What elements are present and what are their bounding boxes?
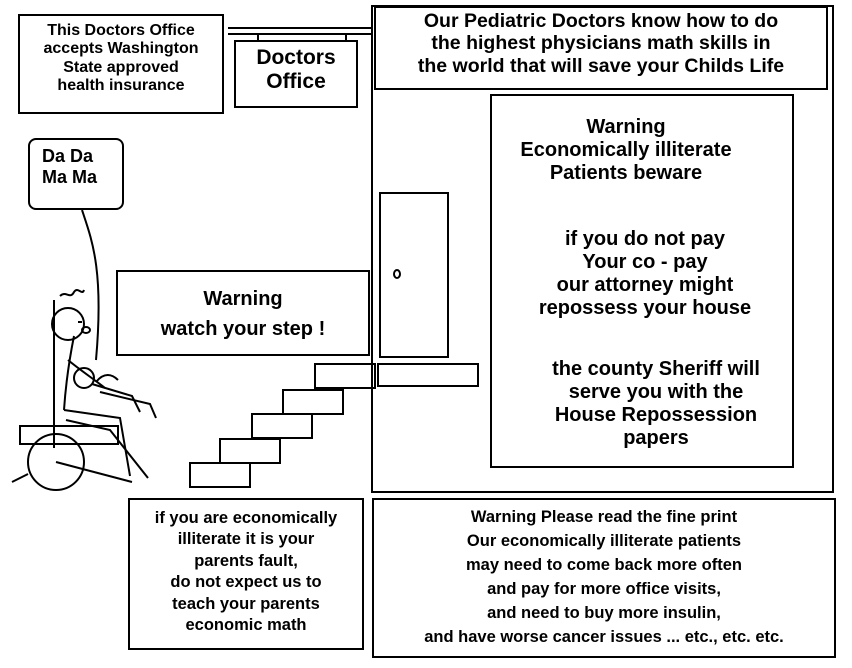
poster-sheriff-line: the county Sheriff will <box>552 358 760 380</box>
parents-note-line: teach your parents <box>172 594 320 613</box>
parents-note: if you are economically illiterate it is… <box>128 498 364 650</box>
parents-note-line: illiterate it is your <box>177 530 315 549</box>
parents-note-line: if you are economically <box>154 509 338 527</box>
fine-print-line: and pay for more office visits, <box>487 579 721 598</box>
parents-note-line: parents fault, <box>194 551 298 570</box>
speech-bubble: Da Da Ma Ma <box>28 138 124 210</box>
fine-print-line: Our economically illiterate patients <box>466 531 742 550</box>
poster-sheriff-line: papers <box>623 427 689 449</box>
parent-hair <box>59 289 85 297</box>
doctors-office-sign: Doctors Office <box>234 40 358 108</box>
poster-copay-line: if you do not pay <box>565 228 725 250</box>
stair-step <box>251 413 313 439</box>
door-knob <box>393 269 401 279</box>
insurance-line: accepts Washington <box>43 40 199 58</box>
office-sign-line: Office <box>266 70 326 94</box>
step-warning-sign: Warning watch your step ! <box>116 270 370 356</box>
baby-head <box>73 367 95 389</box>
fine-print-line: Warning Please read the fine print <box>470 508 738 526</box>
fine-print-box: Warning Please read the fine print Our e… <box>372 498 836 658</box>
speech-line: Ma Ma <box>42 166 98 187</box>
pediatric-banner: Our Pediatric Doctors know how to do the… <box>374 6 828 90</box>
speech-bubble-tail <box>81 209 100 361</box>
banner-line: Our Pediatric Doctors know how to do <box>423 10 779 32</box>
fine-print-line: and have worse cancer issues ... etc., e… <box>424 627 784 646</box>
speech-line: Da Da <box>42 146 94 166</box>
office-sign-line: Doctors <box>256 46 336 69</box>
insurance-line: This Doctors Office <box>47 22 195 39</box>
stair-step <box>282 389 344 415</box>
poster-heading-line: Warning <box>586 116 666 138</box>
fine-print-line: and need to buy more insulin, <box>487 603 721 622</box>
poster-copay-line: our attorney might <box>556 274 734 296</box>
parents-note-line: do not expect us to <box>170 573 322 592</box>
poster-heading-line: Economically illiterate <box>520 139 732 161</box>
parents-note-line: economic math <box>185 616 307 635</box>
insurance-line: health insurance <box>57 77 185 95</box>
fine-print-line: may need to come back more often <box>466 555 742 574</box>
door <box>379 192 449 358</box>
banner-line: the world that will save your Childs Lif… <box>417 54 785 77</box>
patient-warning-poster: Warning Economically illiterate Patients… <box>490 94 794 468</box>
stair-step <box>189 462 251 488</box>
stair-step <box>314 363 376 389</box>
wheelchair-wheel <box>27 433 85 491</box>
poster-sheriff-line: House Repossession <box>554 404 758 426</box>
poster-heading-line: Patients beware <box>549 162 703 184</box>
step-warning-line: watch your step ! <box>160 318 326 340</box>
insurance-line: State approved <box>63 58 179 76</box>
poster-copay-line: repossess your house <box>538 297 752 319</box>
parent-head <box>51 307 85 341</box>
stair-step <box>219 438 281 464</box>
poster-copay-line: Your co - pay <box>582 251 708 273</box>
banner-line: the highest physicians math skills in <box>431 32 771 55</box>
step-warning-line: Warning <box>203 288 283 310</box>
door-sill <box>377 363 479 387</box>
insurance-sign: This Doctors Office accepts Washington S… <box>18 14 224 114</box>
poster-sheriff-line: serve you with the <box>568 381 744 403</box>
